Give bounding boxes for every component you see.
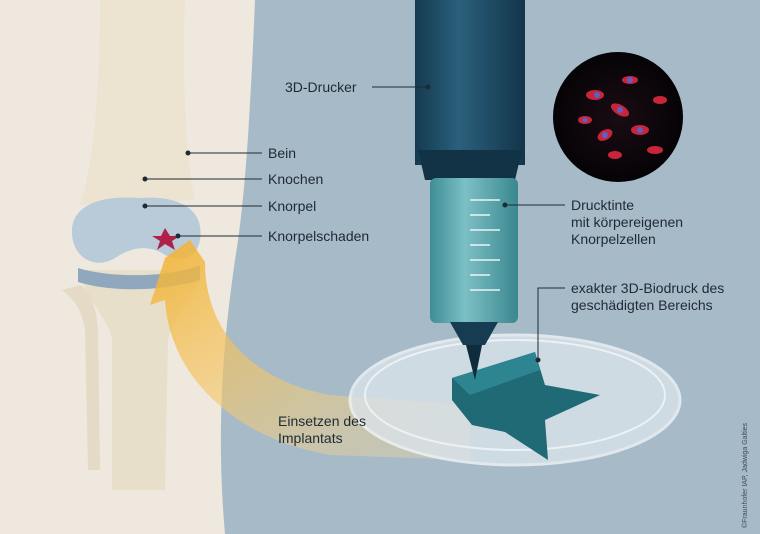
label-implant-line2: Implantats [278,430,343,446]
label-ink-line2: mit körpereigenen [571,214,684,230]
femur-bone [80,0,195,205]
label-cartilage: Knorpel [268,198,317,214]
cell-microscopy-image [553,52,683,182]
printer-head [415,0,525,165]
label-bone: Knochen [268,171,324,187]
leg [0,0,255,534]
label-biodruck: exakter 3D-Biodruck des geschädigten Ber… [571,280,724,314]
label-ink-line3: Knorpelzellen [571,231,656,247]
cartilage-damage-marker [152,228,180,250]
label-leg: Bein [268,145,297,161]
needle [466,345,482,380]
label-biodruck-line2: geschädigten Bereichs [571,297,713,313]
label-biodruck-line1: exakter 3D-Biodruck des [571,280,725,296]
image-credit: ©Fraunhofer IAP, Jadwiga Galties [742,422,749,528]
syringe [430,178,518,323]
cartilage [71,197,201,263]
label-ink: Drucktinte mit körpereigenen Knorpelzell… [571,197,683,248]
label-implant-line1: Einsetzen des [278,413,366,429]
fibula-bone [62,285,100,470]
label-printer: 3D-Drucker [285,79,357,95]
label-implant: Einsetzen des Implantats [278,413,366,447]
label-ink-line1: Drucktinte [571,197,635,213]
label-cartilage-damage: Knorpelschaden [268,228,370,244]
